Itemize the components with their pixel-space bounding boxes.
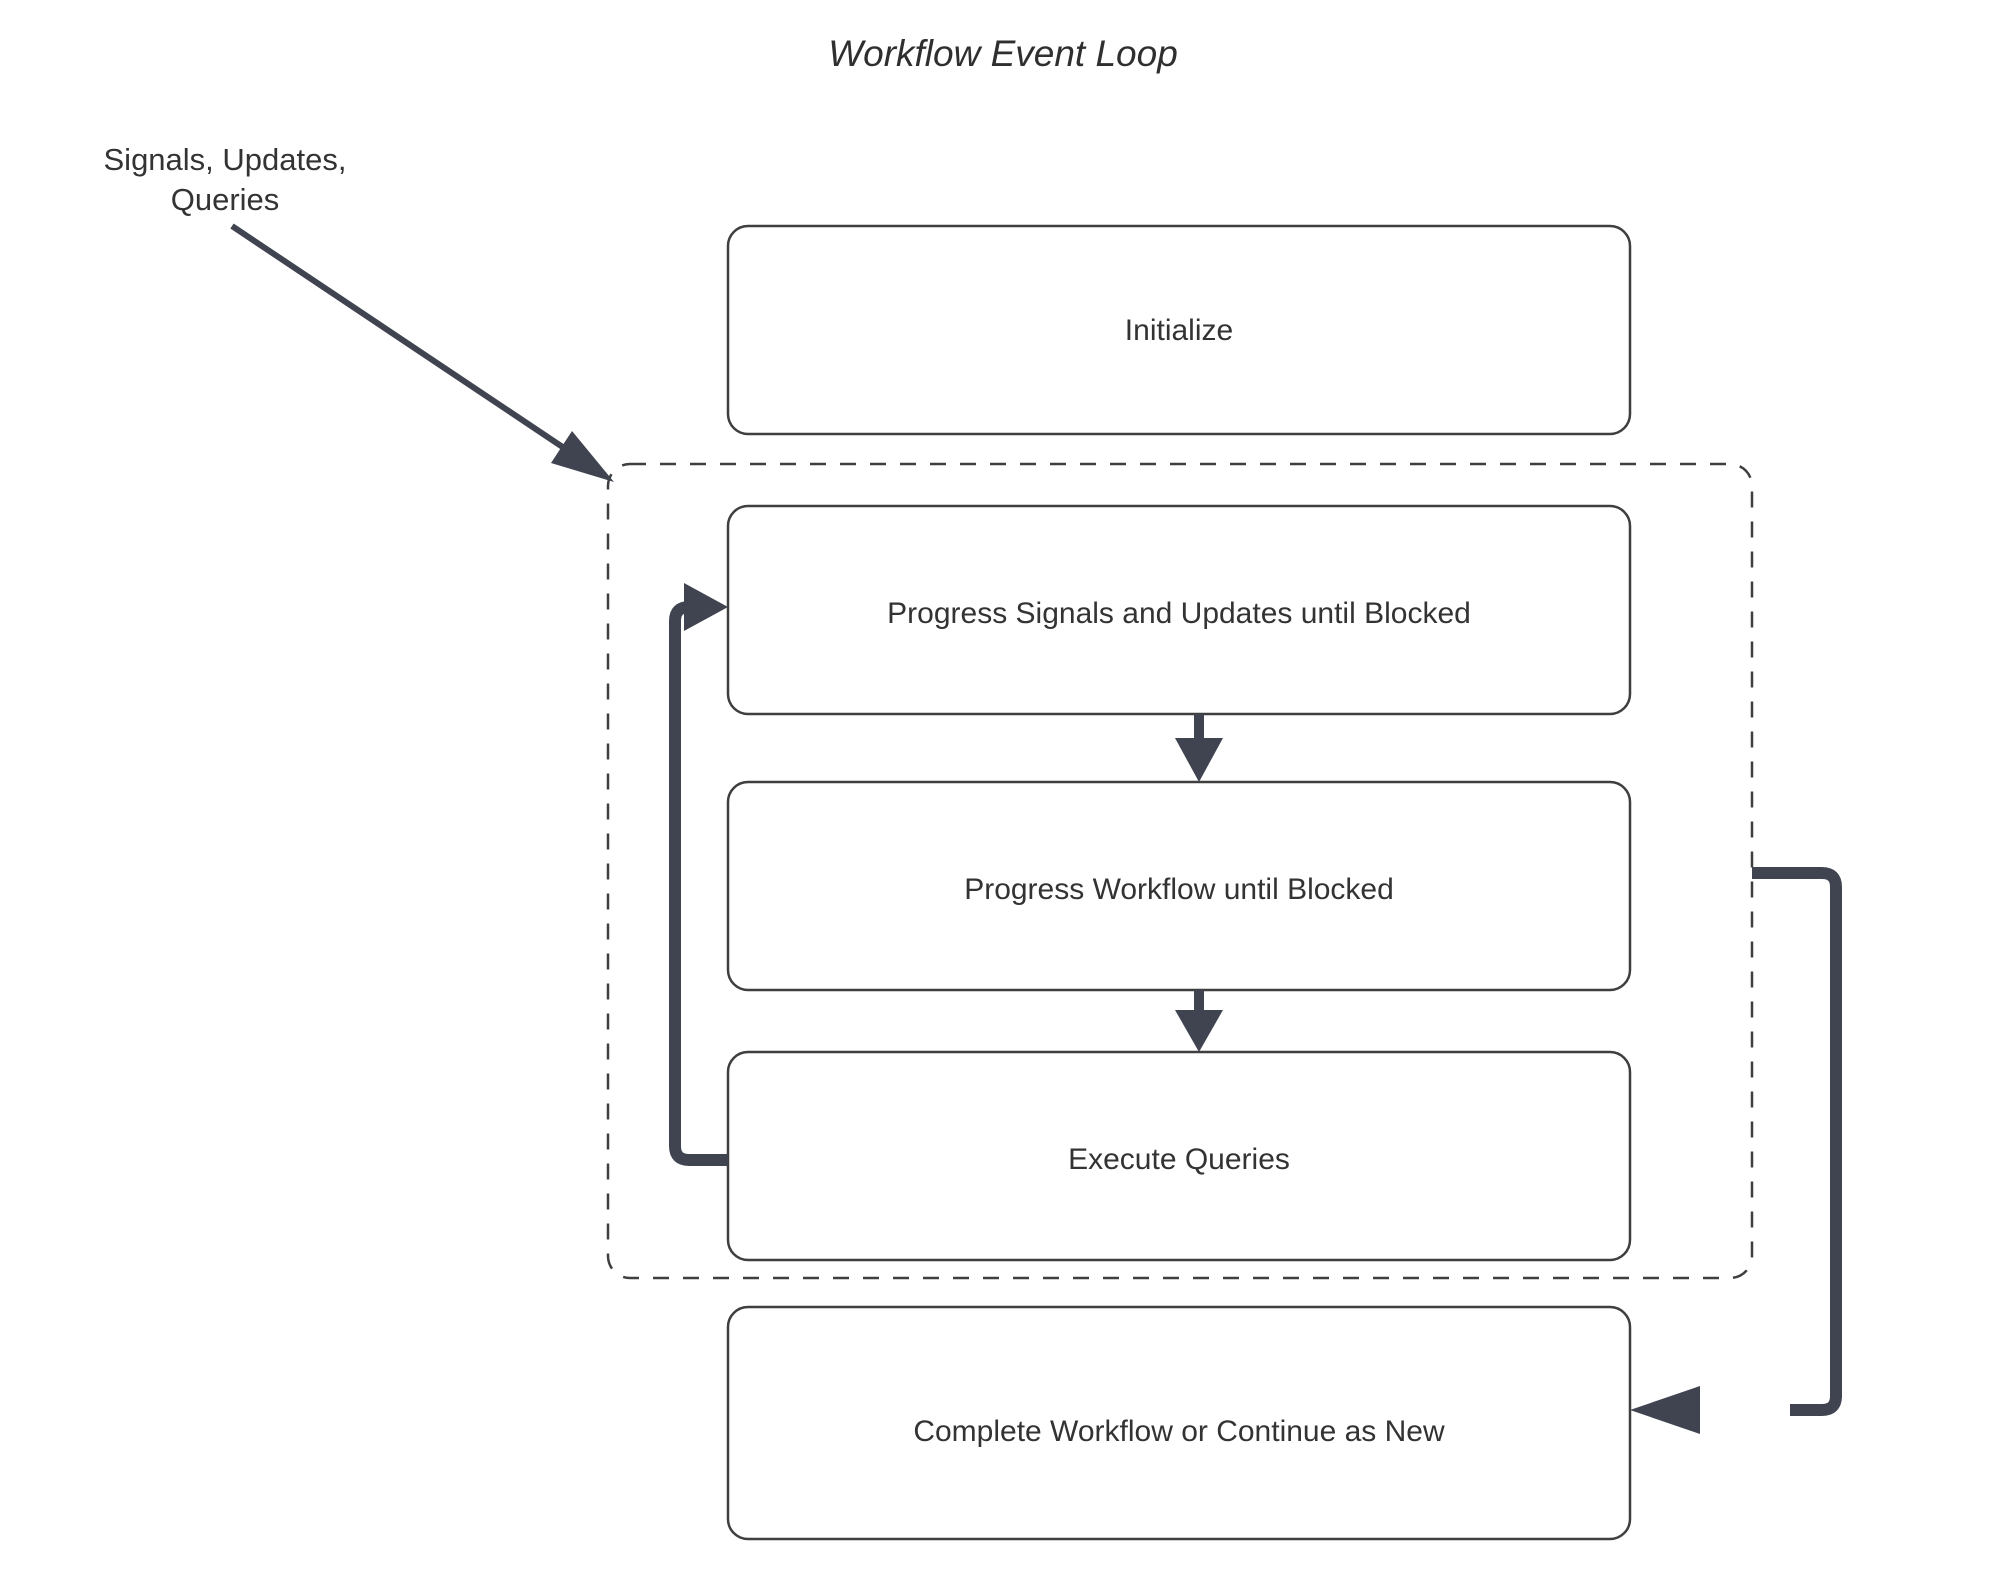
- node-label-complete-workflow: Complete Workflow or Continue as New: [913, 1415, 1445, 1448]
- external-input-label: Signals, Updates, Queries: [10, 140, 440, 219]
- node-box-progress-signals-updates[interactable]: [726, 504, 1632, 716]
- node-label-execute-queries: Execute Queries: [1068, 1143, 1290, 1176]
- node-label-progress-signals-updates: Progress Signals and Updates until Block…: [887, 597, 1471, 630]
- page-title: Workflow Event Loop: [828, 33, 1178, 74]
- arrowhead-signals-to-workflow: [1175, 738, 1223, 782]
- external-input-label-line2: Queries: [170, 181, 280, 217]
- arrowhead-loopback-to-signals: [684, 583, 728, 631]
- node-box-complete-workflow[interactable]: [726, 1305, 1632, 1541]
- edge-loopback-queries-to-signals: [669, 601, 728, 1166]
- arrowhead-workflow-to-queries: [1175, 1010, 1223, 1052]
- loop-container: [606, 462, 1754, 1280]
- arrowhead-external-input: [551, 431, 614, 482]
- edge-external-input: [230, 223, 587, 465]
- node-box-initialize[interactable]: [726, 224, 1632, 436]
- node-box-progress-workflow[interactable]: [726, 780, 1632, 992]
- node-label-initialize: Initialize: [1124, 314, 1234, 347]
- edge-loop-to-complete: [1752, 867, 1842, 1416]
- node-label-progress-workflow: Progress Workflow until Blocked: [964, 873, 1394, 906]
- arrowhead-loop-to-complete: [1630, 1386, 1700, 1434]
- external-input-label-line1: Signals, Updates,: [103, 142, 347, 177]
